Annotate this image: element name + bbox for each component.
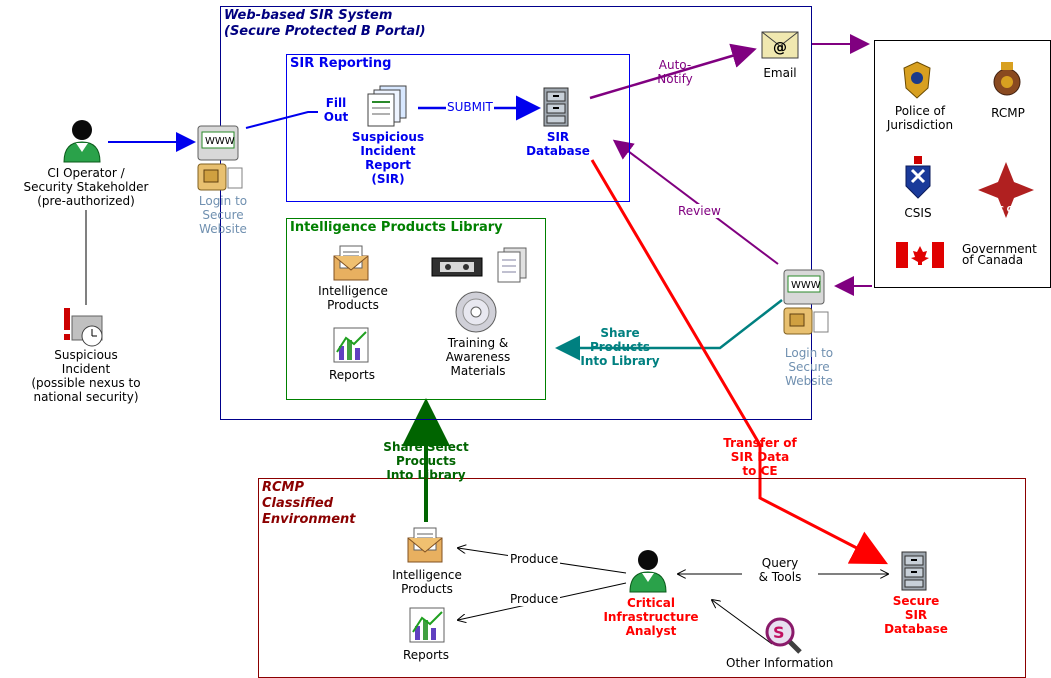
email-label: Email bbox=[763, 66, 797, 80]
video-tape-icon bbox=[431, 257, 483, 277]
sir-database-label: SIR Database bbox=[526, 130, 590, 158]
goc-label: Government of Canada bbox=[962, 242, 1037, 267]
rcmp-reports-label: Reports bbox=[402, 648, 450, 662]
www-login-icon-right: WWW bbox=[783, 269, 829, 335]
person-icon bbox=[63, 120, 101, 163]
incident-icon bbox=[64, 308, 103, 347]
police-badge-icon bbox=[903, 61, 931, 99]
sir-reporting-title: SIR Reporting bbox=[290, 56, 392, 71]
portal-title: Web-based SIR System (Secure Protected B… bbox=[224, 8, 426, 39]
search-magnifier-icon: S bbox=[765, 617, 802, 654]
transfer-label: Transfer of SIR Data to CE bbox=[723, 436, 797, 478]
search-glyph: S bbox=[773, 623, 785, 642]
other-info-arrow bbox=[712, 600, 773, 645]
iqac-logo-text: IQAC CIEM bbox=[982, 205, 1029, 214]
canada-flag-icon bbox=[896, 242, 944, 268]
lib-reports-chart-icon bbox=[333, 327, 369, 363]
sir-reporting-box bbox=[286, 54, 630, 202]
analyst-label: Critical Infrastructure Analyst bbox=[603, 596, 699, 638]
transfer-arrow bbox=[590, 159, 888, 565]
secure-db-cabinet-icon bbox=[901, 551, 927, 591]
library-title: Intelligence Products Library bbox=[290, 220, 503, 235]
operator-label: CI Operator / Security Stakeholder (pre-… bbox=[23, 166, 149, 208]
iqac-logo-icon: IQAC CIEM bbox=[978, 162, 1034, 218]
other-info-label: Other Information bbox=[726, 656, 834, 670]
review-label: Review bbox=[676, 204, 723, 218]
rcmp-reports-chart-icon bbox=[409, 607, 445, 643]
sir-report-label: Suspicious Incident Report (SIR) bbox=[351, 130, 425, 186]
fill-out-label: Fill Out bbox=[323, 96, 349, 124]
login-to-fillout-line bbox=[245, 111, 318, 129]
analyst-person-icon bbox=[629, 550, 667, 593]
auto-notify-label: Auto- Notify bbox=[657, 58, 693, 86]
police-label: Police of Jurisdiction bbox=[886, 104, 954, 132]
portal-box bbox=[220, 6, 812, 420]
submit-label: SUBMIT bbox=[446, 100, 494, 114]
query-tools-label: Query & Tools bbox=[742, 556, 818, 584]
notepad-icon bbox=[497, 247, 527, 283]
rcmp-crest-icon bbox=[993, 62, 1021, 96]
document-stack-icon bbox=[367, 85, 407, 127]
secure-db-label: Secure SIR Database bbox=[884, 594, 948, 636]
rcmp-label: RCMP bbox=[991, 106, 1025, 120]
intel-envelope-icon bbox=[333, 245, 369, 281]
share-products-label: Share Products Into Library bbox=[580, 326, 660, 368]
svg-text:WWW: WWW bbox=[791, 280, 821, 291]
cd-disc-icon bbox=[455, 291, 497, 333]
auto-notify-arrow bbox=[589, 43, 757, 100]
email-at-glyph: @ bbox=[773, 40, 787, 56]
lib-intel-label: Intelligence Products bbox=[318, 284, 388, 312]
www-login-icon: WWW bbox=[197, 125, 243, 191]
database-cabinet-icon bbox=[543, 87, 569, 127]
csis-crest-icon bbox=[905, 156, 931, 199]
email-envelope-icon: @ bbox=[761, 31, 799, 59]
rcmp-intel-envelope-icon bbox=[407, 527, 443, 563]
rcmp-intel-label: Intelligence Products bbox=[392, 568, 462, 596]
incident-label: Suspicious Incident (possible nexus to n… bbox=[31, 348, 141, 404]
share-products-arrow bbox=[555, 299, 783, 361]
svg-text:WWW: WWW bbox=[205, 136, 235, 147]
produce-label-1: Produce bbox=[508, 552, 561, 566]
lib-training-label: Training & Awareness Materials bbox=[445, 336, 511, 378]
left-login-label: Login to Secure Website bbox=[198, 194, 248, 236]
rcmp-env-title: RCMP Classified Environment bbox=[262, 480, 356, 527]
share-select-label: Share Select Products Into Library bbox=[383, 440, 469, 482]
lib-reports-label: Reports bbox=[328, 368, 376, 382]
review-arrow bbox=[612, 139, 779, 265]
right-login-label: Login to Secure Website bbox=[784, 346, 834, 388]
produce-label-2: Produce bbox=[508, 592, 561, 606]
csis-label: CSIS bbox=[904, 206, 932, 220]
library-box bbox=[286, 218, 546, 400]
